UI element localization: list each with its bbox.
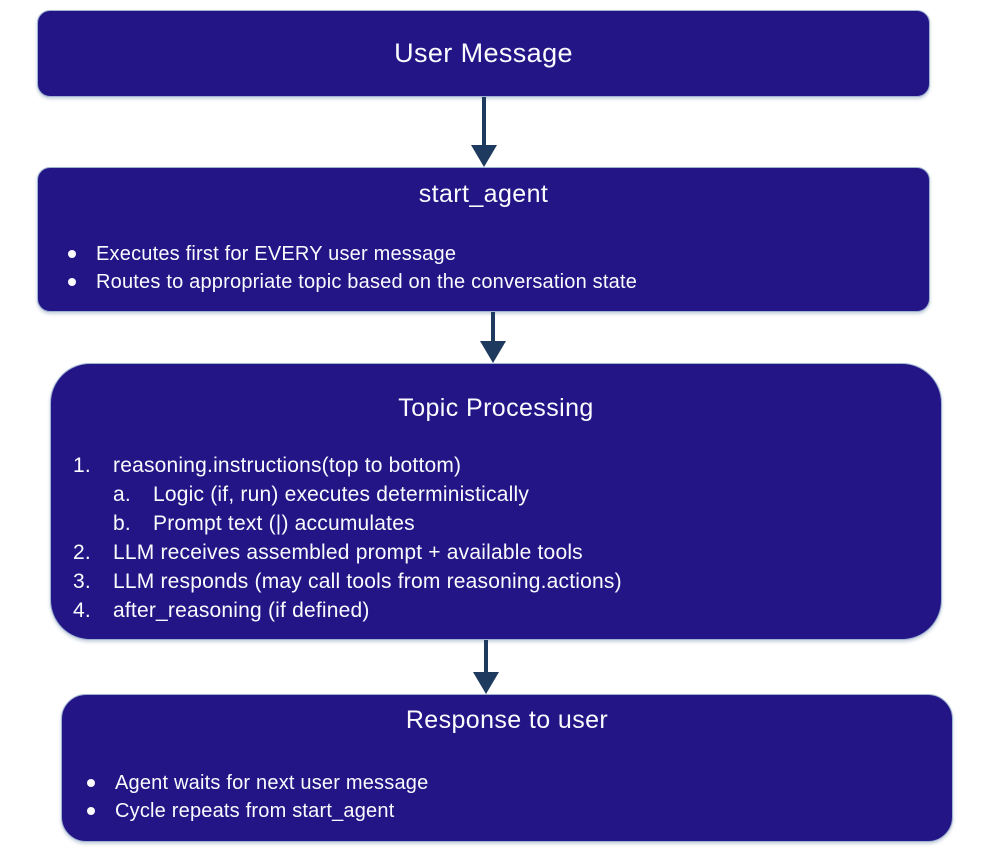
list-item-marker: a. <box>113 483 131 506</box>
list-item-text: LLM receives assembled prompt + availabl… <box>113 541 583 564</box>
arrow-shaft <box>482 97 486 149</box>
arrow-shaft <box>491 312 495 345</box>
list-item: 3. LLM responds (may call tools from rea… <box>51 567 941 596</box>
connector-arrow-3 <box>473 640 499 694</box>
list-item-text: LLM responds (may call tools from reason… <box>113 570 622 593</box>
connector-arrow-1 <box>471 97 497 167</box>
arrow-head-icon <box>471 145 497 167</box>
arrow-shaft <box>484 640 488 676</box>
list-item-text: Executes first for EVERY user message <box>96 243 457 265</box>
flow-box-topic-processing: Topic Processing 1. reasoning.instructio… <box>50 363 942 640</box>
flow-box-start-agent: start_agent Executes first for EVERY use… <box>37 167 930 312</box>
bullet-dot-icon <box>87 807 95 815</box>
flow-box-response-to-user: Response to user Agent waits for next us… <box>61 694 953 842</box>
list-item: 1. reasoning.instructions(top to bottom) <box>51 451 941 480</box>
list-item: 2. LLM receives assembled prompt + avail… <box>51 538 941 567</box>
list-item: Agent waits for next user message <box>87 769 932 797</box>
list-item-text: Routes to appropriate topic based on the… <box>96 271 638 293</box>
bullet-dot-icon <box>68 250 76 258</box>
box-title-start-agent: start_agent <box>418 180 549 208</box>
bullet-dot-icon <box>68 278 76 286</box>
start-agent-bullet-list: Executes first for EVERY user message Ro… <box>68 240 909 296</box>
list-item-text: Prompt text (|) accumulates <box>153 512 415 535</box>
list-item-text: Agent waits for next user message <box>115 772 429 794</box>
list-item: 4. after_reasoning (if defined) <box>51 596 941 625</box>
topic-processing-numbered-list: 1. reasoning.instructions(top to bottom)… <box>51 451 941 625</box>
list-item: Routes to appropriate topic based on the… <box>68 268 909 296</box>
list-sub-item: b. Prompt text (|) accumulates <box>51 509 941 538</box>
list-item: Cycle repeats from start_agent <box>87 797 932 825</box>
arrow-head-icon <box>480 341 506 363</box>
response-bullet-list: Agent waits for next user message Cycle … <box>87 769 932 825</box>
list-item-text: after_reasoning (if defined) <box>113 599 370 622</box>
list-item-marker: 3. <box>73 570 91 593</box>
box-title-user-message: User Message <box>394 38 573 68</box>
connector-arrow-2 <box>480 312 506 363</box>
list-item-marker: 1. <box>73 454 91 477</box>
list-sub-item: a. Logic (if, run) executes deterministi… <box>51 480 941 509</box>
flow-box-user-message: User Message <box>37 10 930 97</box>
list-item-text: Cycle repeats from start_agent <box>115 800 395 822</box>
list-item: Executes first for EVERY user message <box>68 240 909 268</box>
list-item-text: Logic (if, run) executes deterministical… <box>153 483 530 506</box>
box-title-response-to-user: Response to user <box>405 706 609 734</box>
box-title-topic-processing: Topic Processing <box>398 394 594 422</box>
list-item-text: reasoning.instructions(top to bottom) <box>113 454 462 477</box>
bullet-dot-icon <box>87 779 95 787</box>
arrow-head-icon <box>473 672 499 694</box>
list-item-marker: 2. <box>73 541 91 564</box>
list-item-marker: b. <box>113 512 131 535</box>
list-item-marker: 4. <box>73 599 91 622</box>
